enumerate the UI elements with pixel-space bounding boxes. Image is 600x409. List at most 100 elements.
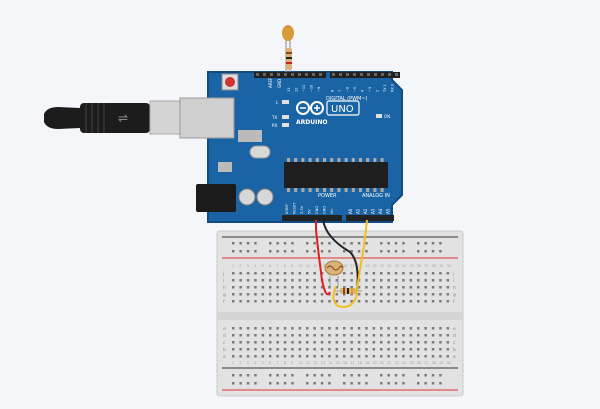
rail-hole[interactable] [232, 374, 235, 377]
terminal-hole[interactable] [446, 286, 450, 289]
terminal-hole[interactable] [306, 293, 309, 296]
terminal-hole[interactable] [439, 334, 442, 337]
terminal-hole[interactable] [409, 300, 413, 303]
rail-hole[interactable] [394, 242, 398, 245]
rail-hole[interactable] [306, 374, 309, 377]
rail-hole[interactable] [239, 250, 242, 253]
terminal-hole[interactable] [350, 279, 353, 282]
terminal-hole[interactable] [254, 279, 257, 282]
terminal-hole[interactable] [283, 341, 287, 344]
terminal-hole[interactable] [306, 300, 309, 303]
terminal-hole[interactable] [291, 293, 294, 296]
terminal-hole[interactable] [291, 279, 294, 282]
terminal-hole[interactable] [394, 286, 398, 289]
terminal-hole[interactable] [232, 334, 235, 337]
terminal-hole[interactable] [350, 327, 353, 330]
rail-hole[interactable] [276, 382, 279, 385]
terminal-hole[interactable] [269, 286, 272, 289]
terminal-hole[interactable] [335, 334, 339, 337]
rail-hole[interactable] [269, 374, 272, 377]
terminal-hole[interactable] [372, 327, 376, 330]
terminal-hole[interactable] [283, 334, 287, 337]
terminal-hole[interactable] [394, 300, 398, 303]
terminal-hole[interactable] [328, 327, 331, 330]
terminal-hole[interactable] [239, 300, 242, 303]
terminal-hole[interactable] [372, 272, 376, 275]
terminal-hole[interactable] [365, 348, 368, 351]
rail-hole[interactable] [394, 250, 398, 253]
terminal-hole[interactable] [394, 355, 398, 358]
terminal-hole[interactable] [446, 348, 450, 351]
terminal-hole[interactable] [372, 348, 376, 351]
terminal-hole[interactable] [313, 348, 316, 351]
rail-hole[interactable] [328, 250, 331, 253]
terminal-hole[interactable] [276, 327, 279, 330]
terminal-hole[interactable] [350, 341, 353, 344]
terminal-hole[interactable] [380, 341, 383, 344]
rail-hole[interactable] [402, 374, 405, 377]
terminal-hole[interactable] [261, 286, 265, 289]
terminal-hole[interactable] [232, 327, 235, 330]
terminal-hole[interactable] [431, 341, 435, 344]
terminal-hole[interactable] [394, 279, 398, 282]
terminal-hole[interactable] [320, 348, 324, 351]
terminal-hole[interactable] [365, 327, 368, 330]
terminal-hole[interactable] [402, 348, 405, 351]
rail-hole[interactable] [387, 250, 390, 253]
rail-hole[interactable] [365, 382, 368, 385]
rail-hole[interactable] [232, 382, 235, 385]
terminal-hole[interactable] [343, 341, 346, 344]
terminal-hole[interactable] [306, 334, 309, 337]
terminal-hole[interactable] [424, 286, 427, 289]
rail-hole[interactable] [254, 250, 257, 253]
rail-hole[interactable] [387, 382, 390, 385]
terminal-hole[interactable] [298, 272, 302, 275]
terminal-hole[interactable] [417, 341, 420, 344]
rail-hole[interactable] [276, 250, 279, 253]
terminal-hole[interactable] [402, 327, 405, 330]
terminal-hole[interactable] [246, 334, 250, 337]
rail-hole[interactable] [350, 242, 353, 245]
terminal-hole[interactable] [313, 272, 316, 275]
terminal-hole[interactable] [298, 355, 302, 358]
terminal-hole[interactable] [283, 355, 287, 358]
terminal-hole[interactable] [283, 293, 287, 296]
terminal-hole[interactable] [261, 334, 265, 337]
terminal-hole[interactable] [306, 355, 309, 358]
terminal-hole[interactable] [269, 293, 272, 296]
terminal-hole[interactable] [431, 355, 435, 358]
terminal-hole[interactable] [357, 300, 361, 303]
terminal-hole[interactable] [431, 334, 435, 337]
rail-hole[interactable] [357, 382, 361, 385]
rail-hole[interactable] [439, 374, 442, 377]
pin-hole[interactable] [284, 73, 287, 76]
terminal-hole[interactable] [402, 286, 405, 289]
terminal-hole[interactable] [431, 279, 435, 282]
pin-hole[interactable] [291, 73, 294, 76]
pin-hole[interactable] [339, 73, 342, 76]
terminal-hole[interactable] [387, 348, 390, 351]
terminal-hole[interactable] [328, 279, 331, 282]
terminal-hole[interactable] [402, 334, 405, 337]
terminal-hole[interactable] [246, 341, 250, 344]
pin-hole[interactable] [319, 73, 322, 76]
terminal-hole[interactable] [417, 286, 420, 289]
terminal-hole[interactable] [417, 272, 420, 275]
terminal-hole[interactable] [306, 279, 309, 282]
rail-hole[interactable] [402, 382, 405, 385]
terminal-hole[interactable] [446, 341, 450, 344]
terminal-hole[interactable] [246, 279, 250, 282]
rail-hole[interactable] [365, 374, 368, 377]
rail-hole[interactable] [291, 242, 294, 245]
terminal-hole[interactable] [276, 279, 279, 282]
terminal-hole[interactable] [350, 286, 353, 289]
rail-hole[interactable] [313, 242, 316, 245]
terminal-hole[interactable] [380, 286, 383, 289]
terminal-hole[interactable] [424, 327, 427, 330]
terminal-hole[interactable] [276, 341, 279, 344]
terminal-hole[interactable] [424, 334, 427, 337]
terminal-hole[interactable] [239, 355, 242, 358]
terminal-hole[interactable] [380, 293, 383, 296]
terminal-hole[interactable] [283, 279, 287, 282]
reset-button[interactable] [225, 77, 235, 87]
